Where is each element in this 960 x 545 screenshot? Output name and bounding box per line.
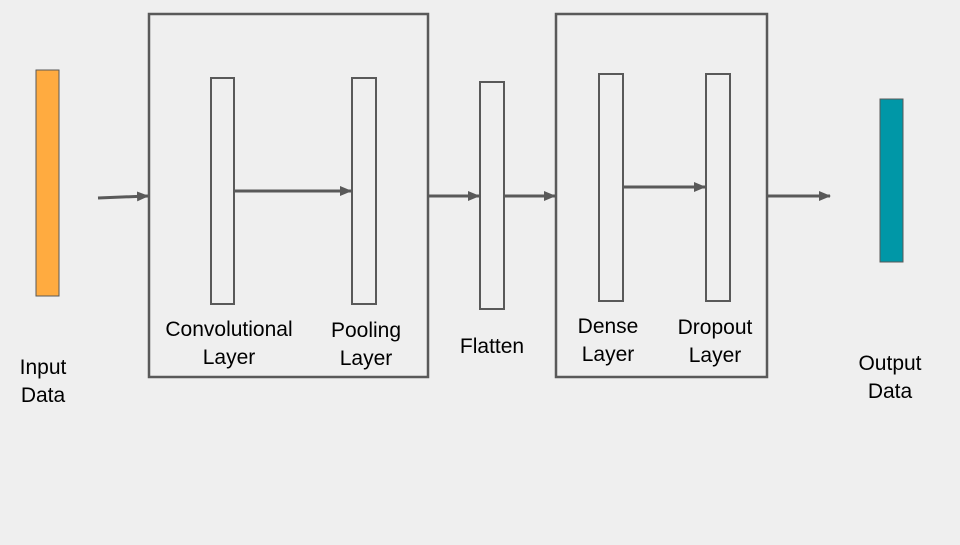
flatten-label-text: Flatten [459,335,525,358]
pool-label-line1: Pooling [330,319,402,342]
pooling-layer-box [351,77,377,305]
convolutional-layer-box [210,77,235,305]
dense-block-container [554,12,769,379]
dropout-layer-label: Dropout Layer [678,314,753,370]
dropout-label-line2: Layer [688,344,742,367]
flatten-label: Flatten [460,333,524,361]
dropout-label-line1: Dropout [677,316,753,339]
output-label-line1: Output [858,352,922,375]
arrow-input-to-conv-block [97,191,149,202]
input-label-line1: Input [19,356,67,379]
input-data-label: Input Data [20,354,67,410]
dense-layer-box [598,73,624,302]
conv-label-line2: Layer [202,346,256,369]
dense-layer-label: Dense Layer [578,313,639,369]
dense-label-line1: Dense [577,315,639,338]
pooling-layer-label: Pooling Layer [331,317,401,373]
input-label-line2: Data [20,384,66,407]
output-label-line2: Data [867,380,913,403]
output-data-label: Output Data [858,350,921,406]
input-data-bar [35,69,60,297]
convolutional-layer-label: Convolutional Layer [165,316,292,372]
flatten-layer-box [479,81,505,310]
conv-label-line1: Convolutional [165,318,293,341]
dense-label-line2: Layer [581,343,635,366]
pool-label-line2: Layer [339,347,393,370]
dropout-layer-box [705,73,731,302]
output-data-bar [879,98,904,263]
conv-block-container [147,12,430,379]
